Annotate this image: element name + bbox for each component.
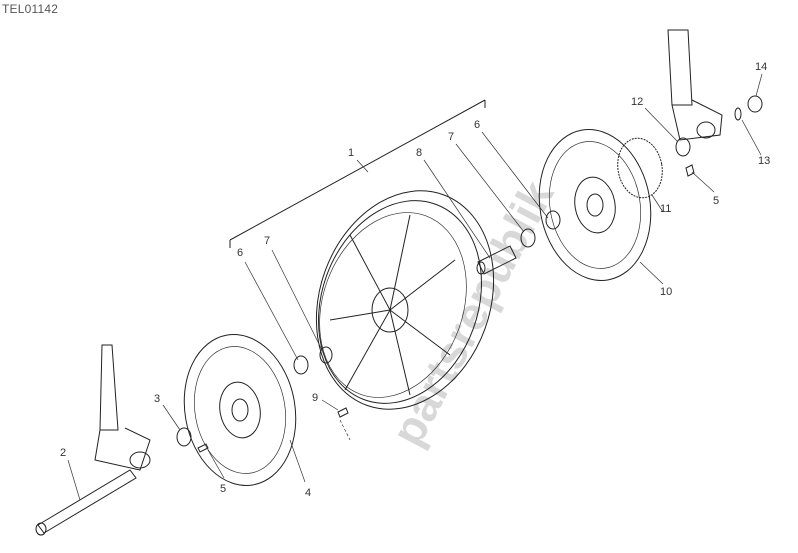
- valve: [337, 407, 349, 418]
- callout-6: 6: [237, 247, 243, 259]
- callout-13: 13: [758, 155, 770, 167]
- seal-right: [545, 210, 561, 230]
- callout-12: 12: [631, 96, 643, 108]
- callout-9: 9: [312, 392, 318, 404]
- callout-7: 7: [264, 235, 270, 247]
- callout-5: 5: [713, 195, 719, 207]
- hub-spacer: [477, 245, 517, 275]
- callout-11: 11: [660, 203, 671, 215]
- callout-6: 6: [474, 119, 480, 131]
- diagram-code: TEL01142: [2, 2, 59, 16]
- seal-left: [293, 355, 309, 375]
- wheel-rim: [315, 190, 495, 410]
- leader-lines: [67, 73, 763, 501]
- circlip: [734, 107, 742, 121]
- callout-14: 14: [755, 61, 767, 73]
- callout-2: 2: [60, 447, 66, 459]
- bolt-right: [685, 164, 695, 177]
- bearing-right: [675, 137, 691, 157]
- right-fork-leg: [667, 29, 723, 141]
- bolt-left: [197, 443, 209, 453]
- callout-4: 4: [305, 487, 311, 499]
- bearing-left: [176, 427, 192, 447]
- left-fork-leg: [94, 344, 151, 471]
- callout-1: 1: [348, 147, 354, 159]
- callout-5: 5: [220, 483, 226, 495]
- callout-7: 7: [448, 131, 454, 143]
- callout-8: 8: [416, 147, 422, 159]
- spacer-right: [520, 228, 536, 248]
- callout-3: 3: [154, 393, 160, 405]
- axle: [35, 469, 137, 536]
- callout-10: 10: [660, 286, 672, 298]
- tone-ring: [617, 137, 663, 199]
- brake-disc-left: [183, 334, 297, 486]
- spacer-left: [319, 346, 333, 364]
- axle-cap: [747, 95, 763, 113]
- group-bracket: [229, 99, 486, 241]
